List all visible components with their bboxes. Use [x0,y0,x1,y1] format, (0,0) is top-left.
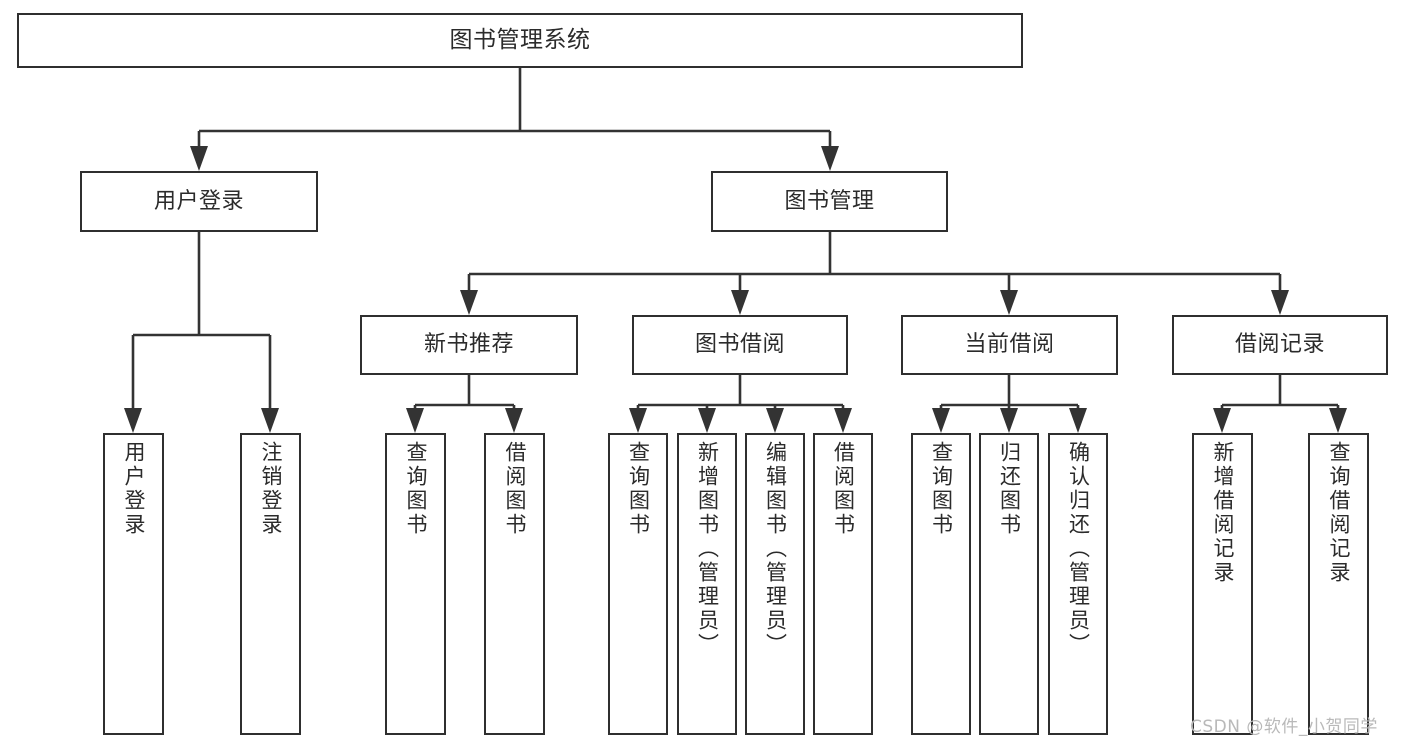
arrow-record-leaf2 [1329,408,1347,433]
leaf-borrow-edit-label: 编辑图书（管理员） [763,441,788,657]
arrow-borrow-leaf3 [766,408,784,433]
leaf-newbook-borrow-label: 借阅图书 [503,441,527,537]
arrow-borrow-leaf4 [834,408,852,433]
node-new-book-recommend[interactable]: 新书推荐 [360,315,578,375]
leaf-user-login-label: 用户登录 [122,441,146,537]
leaf-borrow-borrow-label: 借阅图书 [831,441,856,537]
arrow-login-leaf2 [261,408,279,433]
arrow-to-bookmgmt [821,146,839,171]
arrow-to-newbook [460,290,478,315]
leaf-borrow-query[interactable]: 查询图书 [608,433,668,735]
leaf-newbook-query[interactable]: 查询图书 [385,433,446,735]
arrow-borrow-leaf2 [698,408,716,433]
node-borrow-record[interactable]: 借阅记录 [1172,315,1388,375]
arrow-to-current [1000,290,1018,315]
node-root[interactable]: 图书管理系统 [17,13,1023,68]
arrow-to-borrow [731,290,749,315]
leaf-record-query-label: 查询借阅记录 [1327,441,1351,585]
node-book-management[interactable]: 图书管理 [711,171,948,232]
leaf-borrow-add-label: 新增图书（管理员） [695,441,720,657]
arrow-current-leaf3 [1069,408,1087,433]
node-current-borrow-label: 当前借阅 [964,332,1055,358]
node-new-book-recommend-label: 新书推荐 [423,332,514,358]
arrow-borrow-leaf1 [629,408,647,433]
leaf-borrow-add[interactable]: 新增图书（管理员） [677,433,737,735]
leaf-current-confirm[interactable]: 确认归还（管理员） [1048,433,1108,735]
leaf-newbook-borrow[interactable]: 借阅图书 [484,433,545,735]
leaf-borrow-borrow[interactable]: 借阅图书 [813,433,873,735]
arrow-newbook-leaf1 [406,408,424,433]
leaf-current-confirm-label: 确认归还（管理员） [1066,441,1091,657]
csdn-watermark: CSDN @软件_小贺同学 [1190,717,1378,737]
leaf-user-logout[interactable]: 注销登录 [240,433,301,735]
leaf-current-query[interactable]: 查询图书 [911,433,971,735]
leaf-borrow-query-label: 查询图书 [626,441,651,537]
leaf-record-add-label: 新增借阅记录 [1211,441,1235,585]
leaf-user-login[interactable]: 用户登录 [103,433,164,735]
arrow-login-leaf1 [124,408,142,433]
leaf-record-add[interactable]: 新增借阅记录 [1192,433,1253,735]
node-root-label: 图书管理系统 [449,27,591,54]
arrow-newbook-leaf2 [505,408,523,433]
node-user-login-label: 用户登录 [153,188,244,214]
arrow-to-login [190,146,208,171]
node-book-management-label: 图书管理 [784,188,875,214]
leaf-user-logout-label: 注销登录 [259,441,283,537]
node-current-borrow[interactable]: 当前借阅 [901,315,1118,375]
node-book-borrow[interactable]: 图书借阅 [632,315,848,375]
node-book-borrow-label: 图书借阅 [694,332,785,358]
node-borrow-record-label: 借阅记录 [1234,332,1325,358]
arrow-current-leaf2 [1000,408,1018,433]
arrow-record-leaf1 [1213,408,1231,433]
leaf-current-query-label: 查询图书 [929,441,954,537]
arrow-current-leaf1 [932,408,950,433]
leaf-record-query[interactable]: 查询借阅记录 [1308,433,1369,735]
leaf-newbook-query-label: 查询图书 [404,441,428,537]
leaf-current-return[interactable]: 归还图书 [979,433,1039,735]
arrow-to-record [1271,290,1289,315]
node-user-login[interactable]: 用户登录 [80,171,318,232]
leaf-current-return-label: 归还图书 [997,441,1022,537]
leaf-borrow-edit[interactable]: 编辑图书（管理员） [745,433,805,735]
